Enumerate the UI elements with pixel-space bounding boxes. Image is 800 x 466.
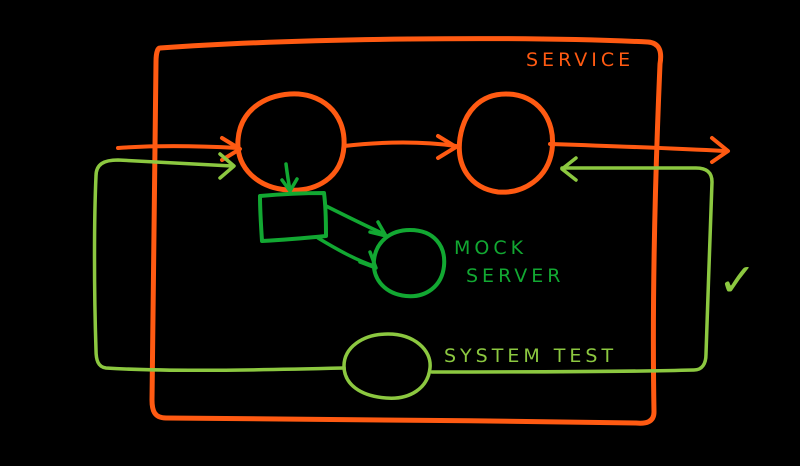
service-label: SERVICE — [526, 49, 634, 71]
system-test-circle — [342, 332, 432, 400]
system-test-arrow-head-right — [560, 156, 578, 182]
outgoing-response-line — [548, 142, 726, 153]
mock-server-label-line1: MOCK — [454, 237, 527, 259]
mock-server-circle — [371, 227, 447, 299]
mock-to-server-line-top — [324, 204, 386, 236]
outgoing-arrow-head — [710, 136, 730, 164]
system-test-loop-left — [92, 158, 346, 373]
a-to-b-arrow-head — [436, 134, 458, 160]
component-b-circle — [456, 91, 556, 195]
mock-client-box — [258, 191, 328, 243]
incoming-request-line — [116, 144, 240, 150]
system-test-label: SYSTEM TEST — [444, 345, 617, 367]
component-a-to-b-line — [342, 140, 458, 148]
system-test-arrow-head-left — [218, 152, 236, 180]
mock-server-label-line2: SERVER — [466, 265, 564, 287]
component-a-to-mock-arrow-head — [280, 177, 299, 193]
check-mark-icon: ✓ — [718, 253, 757, 307]
system-test-loop-right — [430, 166, 714, 374]
service-boundary — [149, 36, 664, 426]
